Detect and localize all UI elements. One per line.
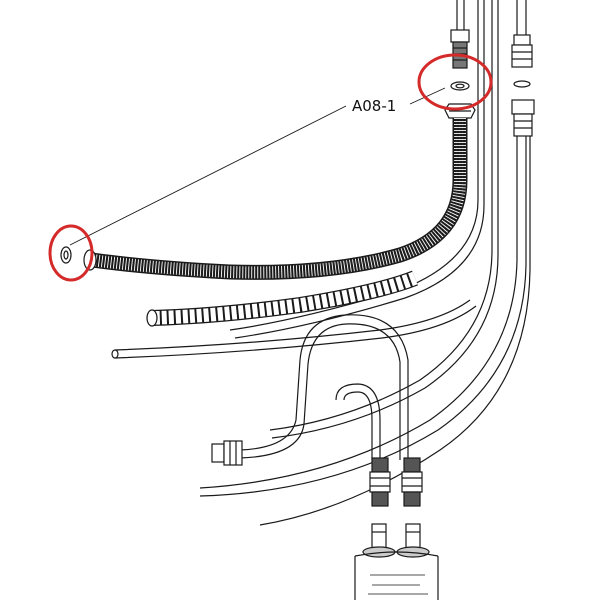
coarse-corrugated-hose [146, 270, 418, 327]
thin-hose [111, 299, 477, 359]
highlight-circles [48, 53, 493, 282]
loop-hose [239, 314, 409, 460]
loop-left-connector [211, 440, 243, 466]
sweeping-hoses [199, 60, 531, 526]
washer [450, 81, 470, 91]
callout-leaders [69, 87, 446, 246]
corrugated-hose [90, 118, 468, 280]
manifold-block [354, 523, 439, 600]
twin-fittings [369, 457, 423, 507]
callout-label: A08-1 [352, 97, 396, 115]
vertical-hose-bundle [456, 0, 527, 60]
right-fitting [511, 34, 535, 137]
top-connector [450, 29, 470, 69]
highlight-circle-left [48, 224, 94, 282]
highlight-circle-top [417, 53, 493, 111]
